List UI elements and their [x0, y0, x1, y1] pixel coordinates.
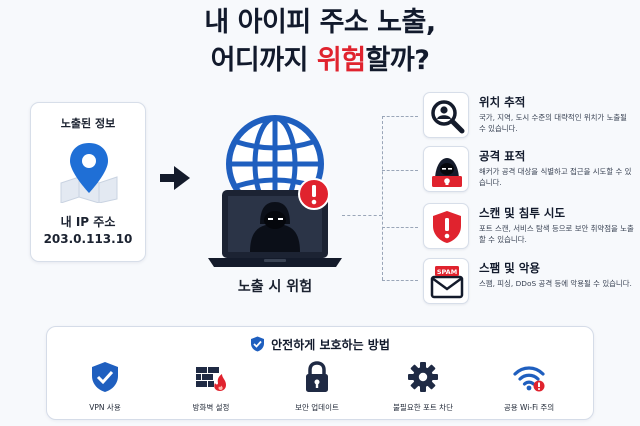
firewall-icon	[196, 367, 226, 391]
risk-icon-box	[423, 203, 469, 249]
lock-icon	[306, 361, 328, 392]
spam-mail-icon: SPAM	[430, 266, 464, 299]
protect-item-update: 보안 업데이트	[267, 361, 367, 417]
protect-label: 보안 업데이트	[295, 403, 339, 412]
title-line-2-prefix: 어디까지	[210, 45, 317, 76]
magnifier-person-icon	[431, 100, 465, 134]
connector-branch-4	[382, 280, 418, 281]
risk-icon-box	[423, 92, 469, 138]
alert-badge-icon	[298, 178, 330, 210]
connector-branch-2	[382, 170, 418, 171]
risk-location-tracking: 위치 추적 국가, 지역, 도시 수준의 대략적인 위치가 노출될 수 있습니다…	[423, 92, 633, 142]
risk-title: 스캔 및 침투 시도	[479, 206, 566, 220]
ip-label: 내 IP 주소	[60, 215, 116, 229]
risk-title: 공격 표적	[479, 149, 526, 163]
risk-scan-intrusion: 스캔 및 침투 시도 포트 스캔, 서비스 탐색 등으로 보안 취약점을 노출할…	[423, 203, 634, 253]
hacker-icon	[432, 158, 462, 187]
exposed-info-heading: 노출된 정보	[60, 117, 116, 130]
protect-label: 공용 Wi-Fi 주의	[503, 403, 555, 412]
protection-panel: 안전하게 보호하는 방법 VPN 사용 방화벽 설정 보안 업데이트	[46, 326, 594, 420]
risk-description: 포트 스캔, 서비스 탐색 등으로 보안 취약점을 노출할 수 있습니다.	[479, 224, 634, 244]
connector-branch-3	[382, 227, 418, 228]
risk-icon-box	[423, 146, 469, 192]
protect-label: 불필요한 포트 차단	[393, 403, 453, 412]
gear-icon	[408, 362, 438, 392]
title-line-2: 어디까지 위험할까?	[0, 44, 640, 78]
map-pin-icon	[60, 143, 118, 203]
risk-attack-target: 공격 표적 해커가 공격 대상을 식별하고 접근을 시도할 수 있습니다.	[423, 146, 633, 196]
protection-heading: 안전하게 보호하는 방법	[47, 336, 593, 353]
protect-item-firewall: 방화벽 설정	[161, 361, 261, 417]
laptop-hacker-icon	[208, 190, 342, 267]
risk-description: 해커가 공격 대상을 식별하고 접근을 시도할 수 있습니다.	[479, 167, 632, 187]
protection-heading-text: 안전하게 보호하는 방법	[271, 338, 390, 352]
vpn-shield-icon	[92, 362, 118, 392]
shield-warning-icon	[433, 211, 461, 243]
exposed-info-card: 노출된 정보 내 IP 주소 203.0.113.10	[30, 102, 146, 262]
exposure-risk-label: 노출 시 위험	[237, 279, 313, 295]
protect-label: 방화벽 설정	[192, 403, 230, 412]
risk-title: 스팸 및 악용	[479, 261, 540, 275]
risk-description: 스팸, 피싱, DDoS 공격 등에 악용될 수 있습니다.	[479, 279, 632, 288]
connector-main	[342, 215, 382, 216]
ip-value: 203.0.113.10	[43, 232, 133, 246]
risk-description: 국가, 지역, 도시 수준의 대략적인 위치가 노출될 수 있습니다.	[479, 113, 627, 133]
protect-item-public-wifi: 공용 Wi-Fi 주의	[479, 361, 579, 417]
shield-check-icon	[251, 336, 265, 352]
protect-item-vpn: VPN 사용	[55, 361, 155, 417]
connector-branch-1	[382, 116, 418, 117]
spam-badge-text: SPAM	[437, 268, 457, 276]
arrow-right-icon	[160, 166, 190, 190]
risk-spam-abuse: SPAM 스팸 및 악용 스팸, 피싱, DDoS 공격 등에 악용될 수 있습…	[423, 258, 633, 308]
protect-label: VPN 사용	[89, 403, 121, 412]
title-line-2-suffix: 할까?	[365, 45, 430, 76]
risk-title: 위치 추적	[479, 95, 526, 109]
connector-vertical	[382, 116, 383, 280]
wifi-warning-icon	[513, 366, 545, 392]
title-line-1: 내 아이피 주소 노출,	[204, 7, 436, 38]
risk-icon-box: SPAM	[423, 258, 469, 304]
title-danger-word: 위험	[316, 45, 366, 76]
protect-item-port-block: 불필요한 포트 차단	[373, 361, 473, 417]
